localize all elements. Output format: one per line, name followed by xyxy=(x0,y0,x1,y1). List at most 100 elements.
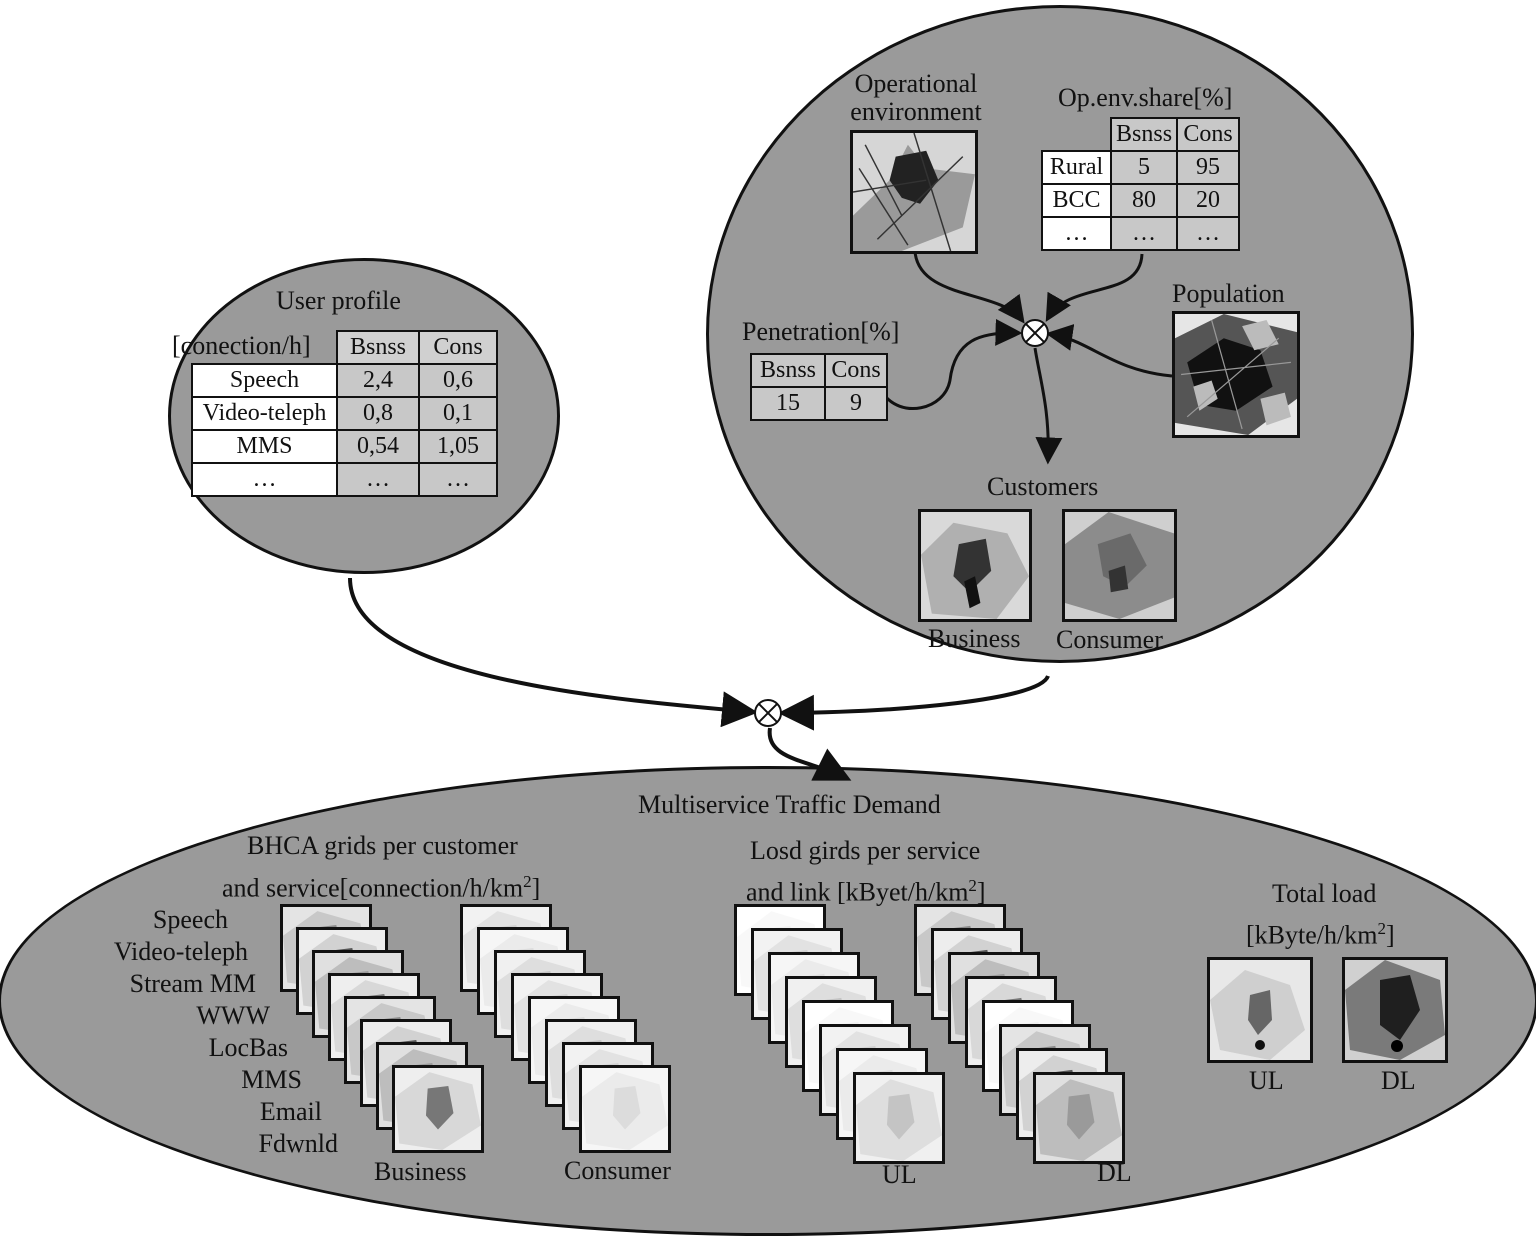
total-dl-map xyxy=(1342,957,1448,1063)
userprofile-to-join-arrow xyxy=(348,577,758,728)
bhca-consumer-label: Consumer xyxy=(564,1156,671,1185)
service-item: Email xyxy=(259,1097,322,1126)
load-title-end: ] xyxy=(976,877,986,907)
table-row: MMS 0,54 1,05 xyxy=(191,429,498,464)
row-label: BCC xyxy=(1041,183,1112,218)
penetration-title: Penetration[%] xyxy=(742,317,900,346)
service-item: MMS xyxy=(241,1065,302,1094)
customers-business-label: Business xyxy=(928,624,1021,653)
map-grid-card xyxy=(853,1072,945,1164)
row-label: … xyxy=(1041,216,1112,251)
cell-value: 0,1 xyxy=(418,396,498,431)
service-item: Speech xyxy=(152,905,228,934)
multiply-operator-join xyxy=(754,699,782,727)
cell-value: … xyxy=(336,462,420,497)
col-header-bsnss: Bsnss xyxy=(336,330,420,365)
op-to-customers-arrow xyxy=(1033,347,1063,465)
row-label: … xyxy=(191,462,338,497)
row-label: Video-teleph xyxy=(191,396,338,431)
total-dl-label: DL xyxy=(1381,1066,1416,1095)
user-profile-unit: [conection/h] xyxy=(172,331,311,360)
share-to-op-arrow xyxy=(1045,253,1144,322)
table-row: … … … xyxy=(191,462,498,497)
load-title-line2: and link [kByet/h/km2] xyxy=(746,872,986,907)
col-header-bsnss: Bsnss xyxy=(750,353,826,388)
table-row: Video-teleph 0,8 0,1 xyxy=(191,396,498,431)
total-title-end: ] xyxy=(1385,920,1395,950)
cell-value: 5 xyxy=(1109,150,1179,185)
load-title-text: and link [kByet/h/km xyxy=(746,877,969,907)
table-row: … … … xyxy=(1041,216,1241,251)
col-header-cons: Cons xyxy=(418,330,498,365)
cell-value: 0,8 xyxy=(336,396,420,431)
op-env-share-title: Op.env.share[%] xyxy=(1058,83,1233,112)
service-item: Fdwnld xyxy=(258,1129,338,1158)
bhca-title-line2: and service[connection/h/km2] xyxy=(222,868,540,903)
total-ul-map xyxy=(1207,957,1313,1063)
customers-to-join-arrow xyxy=(778,674,1050,731)
total-title-line1: Total load xyxy=(1272,879,1377,908)
operational-environment-title: Operational environment xyxy=(850,69,982,126)
population-map xyxy=(1172,311,1300,438)
bhca-title-sup: 2 xyxy=(523,872,532,891)
traffic-demand-title: Multiservice Traffic Demand xyxy=(638,790,941,819)
multiply-operator-top xyxy=(1021,319,1049,347)
cell-value: 9 xyxy=(824,386,888,421)
load-ul-label: UL xyxy=(882,1160,917,1189)
cell-value: 0,6 xyxy=(418,363,498,398)
total-title-sup: 2 xyxy=(1377,919,1386,938)
map-grid-card xyxy=(579,1065,671,1153)
row-label: Speech xyxy=(191,363,338,398)
customers-consumer-label: Consumer xyxy=(1056,625,1163,654)
population-title: Population xyxy=(1172,279,1285,308)
customers-title: Customers xyxy=(987,472,1099,501)
service-list: Speech Video-teleph Stream MM WWW LocBas… xyxy=(80,904,338,1160)
penetration-to-op-arrow xyxy=(880,318,1023,410)
total-title-text: [kByte/h/km xyxy=(1246,920,1378,950)
user-profile-title: User profile xyxy=(276,286,401,315)
op-env-share-table: Bsnss Cons Rural 5 95 BCC 80 20 … … … xyxy=(1041,117,1241,251)
table-row: BCC 80 20 xyxy=(1041,183,1241,218)
cell-value: 80 xyxy=(1109,183,1179,218)
bhca-title-line1: BHCA grids per customer xyxy=(247,831,518,860)
user-profile-table: Bsnss Cons Speech 2,4 0,6 Video-teleph 0… xyxy=(191,330,498,497)
row-label: MMS xyxy=(191,429,338,464)
table-row: Rural 5 95 xyxy=(1041,150,1241,185)
total-title-line2: [kByte/h/km2] xyxy=(1246,915,1395,950)
bhca-business-label: Business xyxy=(374,1157,467,1186)
cell-value: 95 xyxy=(1176,150,1241,185)
customers-consumer-map xyxy=(1062,509,1177,622)
oe-to-op-arrow xyxy=(913,251,1025,324)
service-item: LocBas xyxy=(208,1033,288,1062)
cell-value: 0,54 xyxy=(336,429,420,464)
load-title-sup: 2 xyxy=(968,876,977,895)
cell-value: … xyxy=(418,462,498,497)
service-item: WWW xyxy=(196,1001,270,1030)
penetration-table: Bsnss Cons 15 9 xyxy=(750,353,888,421)
total-ul-label: UL xyxy=(1249,1066,1284,1095)
col-header-cons: Cons xyxy=(1176,117,1241,152)
service-item: Video-teleph xyxy=(113,937,248,966)
table-row: 15 9 xyxy=(750,386,888,421)
bhca-title-end: ] xyxy=(531,873,541,903)
map-grid-card xyxy=(1033,1072,1125,1164)
row-label: Rural xyxy=(1041,150,1112,185)
cell-value: 15 xyxy=(750,386,826,421)
cell-value: … xyxy=(1109,216,1179,251)
table-row: Speech 2,4 0,6 xyxy=(191,363,498,398)
load-title-line1: Losd girds per service xyxy=(750,836,981,865)
cell-value: 1,05 xyxy=(418,429,498,464)
cell-value: … xyxy=(1176,216,1241,251)
customers-business-map xyxy=(918,509,1032,622)
col-header-bsnss: Bsnss xyxy=(1109,117,1179,152)
operational-environment-map xyxy=(850,130,978,254)
join-to-demand-arrow xyxy=(767,727,852,781)
population-to-op-arrow xyxy=(1045,324,1173,378)
cell-value: 2,4 xyxy=(336,363,420,398)
bhca-title-text: and service[connection/h/km xyxy=(222,873,524,903)
col-header-cons: Cons xyxy=(824,353,888,388)
cell-value: 20 xyxy=(1176,183,1241,218)
service-item: Stream MM xyxy=(129,969,256,998)
